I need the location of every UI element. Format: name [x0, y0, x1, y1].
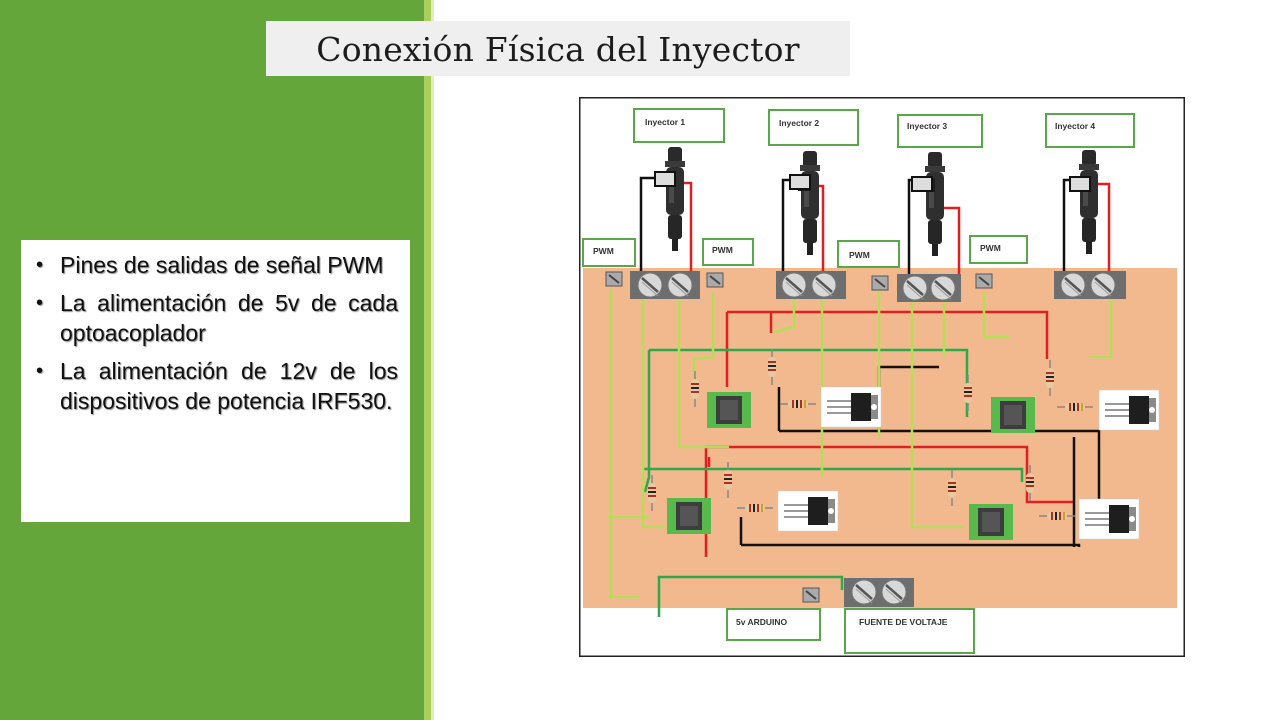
mosfet-icon — [820, 386, 882, 428]
optocoupler-icon — [667, 498, 711, 534]
terminal-block — [776, 271, 846, 299]
injector-label-text: Inyector 3 — [907, 121, 947, 131]
injector-label-4: Inyector 4 — [1045, 113, 1135, 148]
bullet-text: La alimentación de 5v de cada optoacopla… — [60, 290, 398, 346]
bullet-item: • Pines de salidas de señal PWM — [33, 250, 398, 280]
injector-connector-icon — [911, 176, 933, 192]
power-terminal-block — [844, 578, 914, 607]
optocoupler-icon — [969, 504, 1013, 540]
title-box: Conexión Física del Inyector — [266, 21, 850, 76]
power-supply-label-text: FUENTE DE VOLTAJE — [859, 617, 948, 627]
terminal-block — [897, 274, 961, 302]
pwm-label-text: PWM — [980, 243, 1001, 253]
arduino-pin — [802, 587, 820, 603]
mosfet-icon — [1078, 498, 1140, 540]
bullet-text: Pines de salidas de señal PWM — [60, 252, 384, 278]
injector-label-3: Inyector 3 — [897, 114, 983, 148]
pwm-label-2: PWM — [702, 238, 754, 266]
circuit-diagram: Inyector 1 Inyector 2 Inyector 3 Inyecto… — [579, 97, 1185, 657]
injector-connector-icon — [1069, 176, 1091, 192]
accent-stripe-light — [431, 0, 434, 720]
bullet-icon: • — [36, 360, 44, 382]
accent-stripe — [424, 0, 431, 720]
injector-connector-icon — [654, 171, 676, 187]
terminal-block — [1054, 271, 1126, 299]
arduino-label: 5v ARDUINO — [726, 608, 821, 641]
injector-label-1: Inyector 1 — [633, 108, 725, 143]
bullet-text: La alimentación de 12v de los dispositiv… — [60, 358, 398, 414]
terminal-block — [630, 271, 700, 299]
pwm-pin — [706, 272, 724, 288]
mosfet-icon — [1098, 389, 1160, 431]
pwm-pin — [975, 273, 993, 289]
power-supply-label: FUENTE DE VOLTAJE — [844, 608, 975, 654]
pwm-label-text: PWM — [849, 250, 870, 260]
pwm-label-1: PWM — [582, 238, 636, 267]
bullet-box: • Pines de salidas de señal PWM • La alime… — [21, 240, 410, 522]
pwm-label-text: PWM — [712, 245, 733, 255]
pwm-label-3: PWM — [837, 240, 900, 268]
pwm-label-text: PWM — [593, 246, 614, 256]
pwm-label-4: PWM — [969, 235, 1028, 264]
page-title: Conexión Física del Inyector — [316, 30, 800, 69]
bullet-item: • La alimentación de 12v de los disposit… — [33, 356, 398, 416]
bullet-icon: • — [36, 292, 44, 314]
arduino-label-text: 5v ARDUINO — [736, 617, 788, 627]
injector-label-text: Inyector 2 — [779, 118, 819, 128]
injector-connector-icon — [789, 174, 811, 190]
optocoupler-icon — [991, 397, 1035, 433]
bullet-icon: • — [36, 254, 44, 276]
injector-label-text: Inyector 4 — [1055, 121, 1095, 131]
injector-label-2: Inyector 2 — [768, 109, 859, 146]
injector-label-text: Inyector 1 — [645, 117, 685, 127]
mosfet-icon — [777, 490, 839, 532]
pwm-pin — [605, 271, 623, 287]
optocoupler-icon — [707, 392, 751, 428]
pwm-pin — [871, 275, 889, 291]
bullet-list: • Pines de salidas de señal PWM • La alime… — [21, 240, 410, 416]
bullet-item: • La alimentación de 5v de cada optoacopl… — [33, 288, 398, 348]
